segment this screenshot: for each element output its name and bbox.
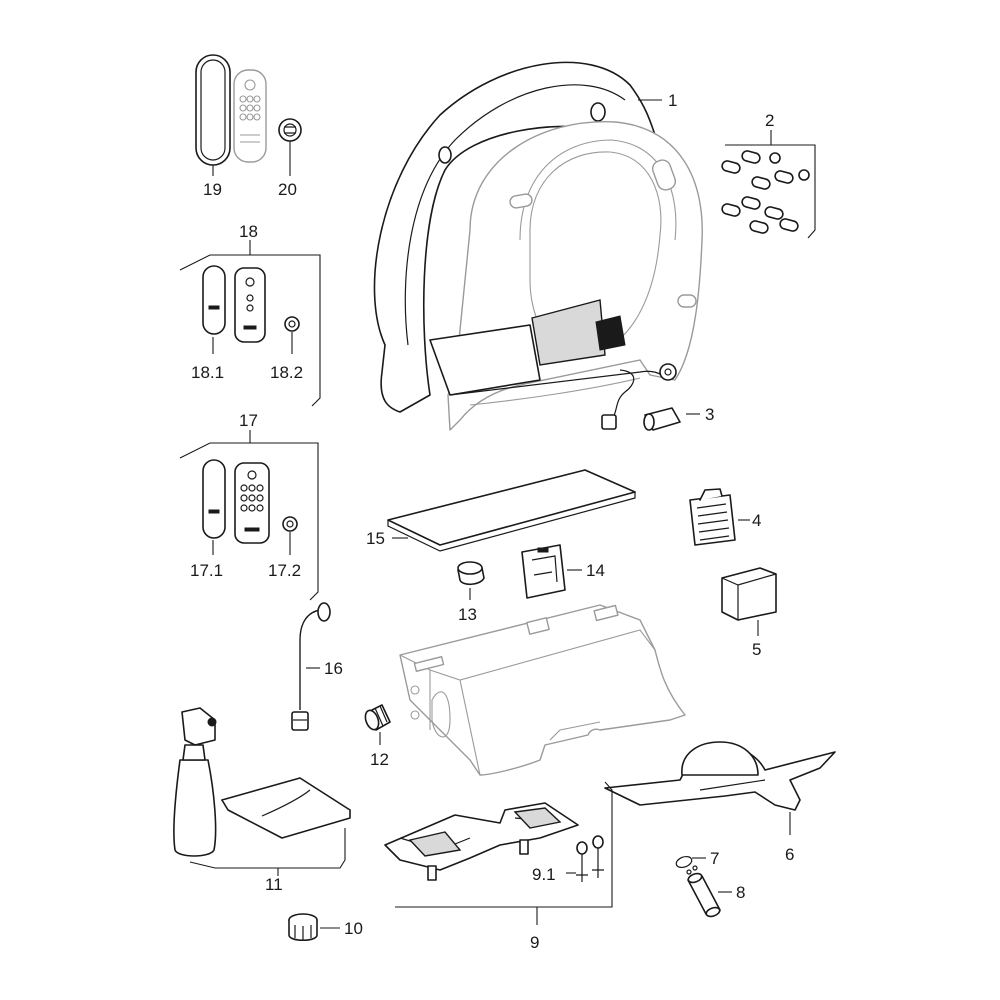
label-11: 11	[265, 875, 283, 894]
label-17-2: 17.2	[268, 561, 301, 580]
supply-hose	[291, 602, 331, 731]
label-12: 12	[370, 750, 389, 769]
label-1: 1	[668, 91, 677, 110]
seat-lid-assembly	[373, 61, 703, 431]
label-17: 17	[239, 411, 258, 430]
cleaning-cloth	[221, 777, 351, 839]
label-5: 5	[752, 640, 761, 659]
fixing-kit	[384, 802, 579, 881]
remote-control-17	[234, 462, 270, 544]
bracket-11	[189, 828, 346, 869]
valve-cap	[364, 704, 391, 731]
holder-bracket	[521, 544, 566, 599]
label-18: 18	[239, 222, 258, 241]
knob-cap	[457, 561, 485, 586]
bracket-18	[179, 254, 321, 407]
main-unit-body	[399, 604, 686, 776]
label-14: 14	[586, 561, 605, 580]
label-17-1: 17.1	[190, 561, 223, 580]
cover-block	[721, 567, 777, 621]
cover-plate	[387, 469, 636, 552]
plug-connector	[643, 407, 681, 431]
strainer-insert	[288, 913, 318, 942]
label-9: 9	[530, 933, 539, 952]
label-10: 10	[344, 919, 363, 938]
label-16: 16	[324, 659, 343, 678]
remote-control-18	[234, 267, 266, 343]
label-3: 3	[705, 405, 714, 424]
label-18-2: 18.2	[270, 363, 303, 382]
bracket-17	[179, 442, 319, 601]
label-9-1: 9.1	[532, 865, 556, 884]
label-6: 6	[785, 845, 794, 864]
remote-control-19	[233, 69, 267, 163]
wall-bracket-18-2	[284, 316, 300, 332]
remote-seal-19	[195, 54, 231, 166]
label-13: 13	[458, 605, 477, 624]
bracket-9	[395, 781, 613, 908]
label-8: 8	[736, 883, 745, 902]
buffers-set	[721, 150, 810, 234]
round-cap-20	[278, 118, 302, 142]
spray-bottle	[173, 707, 217, 857]
o-ring	[675, 855, 698, 875]
label-20: 20	[278, 180, 297, 199]
label-7: 7	[710, 849, 719, 868]
fixing-bolts	[576, 835, 604, 882]
label-15: 15	[366, 529, 385, 548]
label-2: 2	[765, 111, 774, 130]
mounting-plate	[604, 741, 836, 811]
wall-bracket-17-2	[282, 516, 298, 532]
label-18-1: 18.1	[191, 363, 224, 382]
wall-holder-17-1	[202, 459, 226, 539]
wall-holder-18-1	[202, 265, 226, 335]
filter-cartridge	[689, 488, 736, 546]
connection-tube	[687, 872, 721, 918]
label-19: 19	[203, 180, 222, 199]
label-4: 4	[752, 511, 761, 530]
bracket-2	[725, 144, 816, 239]
